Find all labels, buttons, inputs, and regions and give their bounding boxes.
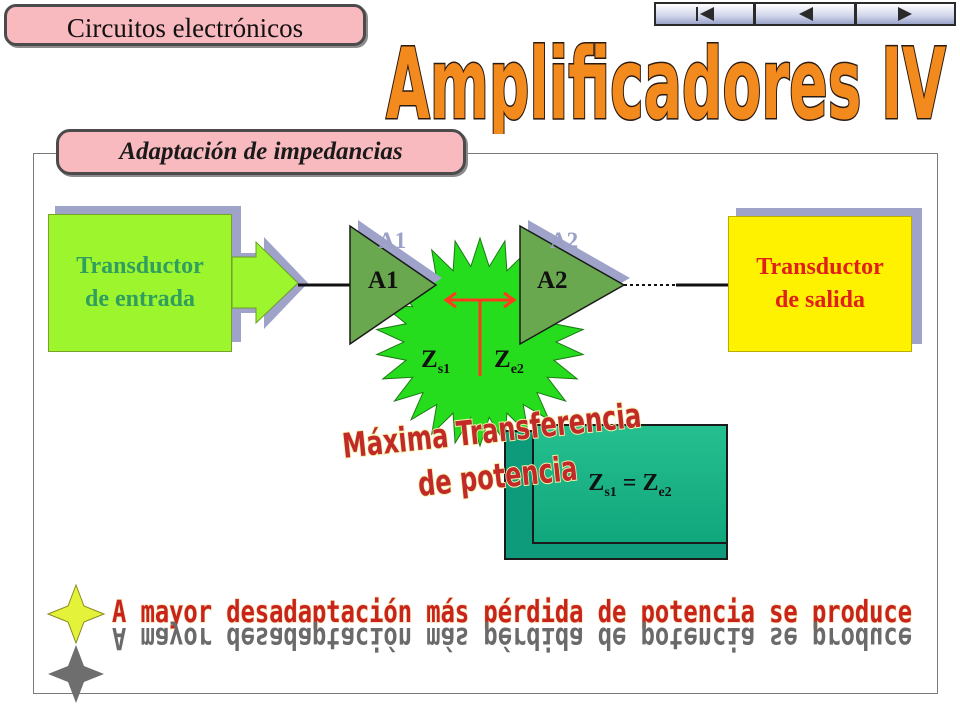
star-reflection-icon [48,645,104,703]
callout-art: Máxima Transferencia de potencia [340,395,645,506]
equation-operator: = [616,470,643,496]
footer-statement-reflection: A mayor desadaptación más pérdida de pot… [112,620,912,655]
first-slide-button[interactable] [654,2,756,26]
amplifier-a2-label-shadow: A2 [550,228,579,253]
slide-title-art: Amplificadores IV [385,27,948,135]
equation-right-sub: e2 [658,484,672,500]
amplifier-a2-label: A2 [537,267,568,294]
previous-slide-button[interactable] [755,2,856,26]
callout-line1: Máxima Transferencia [341,396,644,467]
input-transducer-line1: Transductor [76,253,204,279]
amplifier-a2 [519,224,626,346]
equation-left-sub: s1 [604,484,617,500]
impedance-arrow [443,291,517,376]
input-arrow [231,240,299,325]
impedance-ze2-sub: e2 [510,362,524,377]
input-transducer: Transductor de entrada [48,214,232,352]
first-icon [695,7,714,21]
equation-left-main: Z [588,470,605,496]
impedance-zs1-label: Zs1 [421,346,450,378]
content-frame [33,153,938,694]
footer-art: A mayor desadaptación más pérdida de pot… [111,594,913,655]
amplifier-a1-label: A1 [368,267,399,294]
footer-statement: A mayor desadaptación más pérdida de pot… [112,595,912,630]
impedance-zs1-sub: s1 [437,362,451,377]
impedance-zs1-main: Z [421,346,438,373]
callout-line2: de potencia [416,449,579,506]
impedance-ze2-label: Ze2 [494,346,524,378]
equation-box [532,424,728,544]
next-slide-button[interactable] [855,2,956,26]
impedance-ze2-main: Z [494,346,511,373]
output-transducer-line1: Transductor [756,254,884,280]
output-transducer-line2: de salida [774,287,866,313]
slide-title: Amplificadores IV [386,28,946,134]
equation-text: Zs1 = Ze2 [540,470,720,501]
equation-right-main: Z [642,470,659,496]
course-title: Circuitos electrónicos [4,4,366,46]
output-transducer: Transductor de salida [728,216,912,352]
amplifier-a1 [349,224,438,346]
section-title: Adaptación de impedancias [56,129,466,175]
previous-icon [798,7,813,21]
next-icon [898,7,913,21]
input-transducer-line2: de entrada [85,286,195,312]
amplifier-a1-label-shadow: A1 [378,228,407,253]
navigation-bar [654,2,956,26]
star-icon [46,583,106,645]
